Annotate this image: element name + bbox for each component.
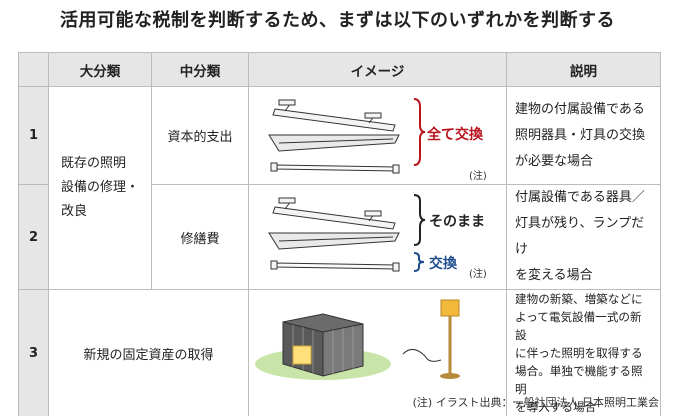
description: 付属設備である器具／ 灯具が残り、ランプだけ を変える場合 <box>506 184 661 290</box>
image-cell <box>248 289 507 416</box>
label-keep: そのまま <box>429 214 485 230</box>
tax-classification-table: 大分類 中分類 イメージ 説明 1 既存の照明 設備の修理・ 改良 資本的支出 <box>18 52 661 416</box>
desc-line: に伴った照明を取得する <box>515 346 643 360</box>
desc-line: 建物の付属設備である <box>515 101 645 117</box>
table-row: 3 新規の固定資産の取得 建物の新築、増築などに よって電気設備一式 <box>18 289 661 416</box>
desc-line: が必要な場合 <box>515 153 594 169</box>
label-full-replace: 全て交換 <box>427 127 483 143</box>
header-mid: 中分類 <box>151 52 249 87</box>
row-number: 3 <box>18 289 49 416</box>
row-number: 2 <box>18 184 49 290</box>
brace-icon <box>413 194 426 246</box>
brace-icon <box>413 252 425 272</box>
desc-line: 場合。単独で機能する照明 <box>515 364 643 396</box>
mid-category: 修繕費 <box>151 184 249 290</box>
mid-category: 資本的支出 <box>151 86 249 185</box>
merged-category: 新規の固定資産の取得 <box>48 289 249 416</box>
light-fixture-illustration <box>268 99 400 174</box>
description: 建物の付属設備である 照明器具・灯具の交換 が必要な場合 <box>506 86 661 185</box>
major-line: 改良 <box>61 204 88 219</box>
description: 建物の新築、増築などに よって電気設備一式の新設 に伴った照明を取得する 場合。… <box>506 289 661 416</box>
header-num <box>18 52 49 87</box>
footnote: (注) イラスト出典：一般社団法人 日本照明工業会 <box>412 396 659 409</box>
header-image: イメージ <box>248 52 507 87</box>
desc-line: 建物の新築、増築などに <box>515 292 643 306</box>
building-and-lamp-illustration <box>255 299 460 380</box>
desc-line: 付属設備である器具／ <box>515 190 645 205</box>
major-line: 設備の修理・ <box>61 180 140 195</box>
table-row: 1 既存の照明 設備の修理・ 改良 資本的支出 全 <box>18 86 661 290</box>
brace-icon <box>413 98 426 166</box>
desc-line: 照明器具・灯具の交換 <box>515 127 646 143</box>
page-title: 活用可能な税制を判断するため、まずは以下のいずれかを判断する <box>60 10 615 31</box>
desc-line: を変える場合 <box>515 268 593 283</box>
row-number: 1 <box>18 86 49 185</box>
note-mark: (注) <box>469 171 487 182</box>
desc-line: よって電気設備一式の新設 <box>515 310 642 342</box>
desc-line: 灯具が残り、ランプだけ <box>515 216 645 257</box>
note-mark: (注) <box>469 269 487 280</box>
header-major: 大分類 <box>48 52 152 87</box>
major-category: 既存の照明 設備の修理・ 改良 <box>48 86 152 290</box>
light-fixture-illustration <box>268 197 400 272</box>
header-desc: 説明 <box>506 52 661 87</box>
desc-line: を導入する場合 <box>515 400 597 414</box>
image-cell: そのまま 交換 (注) <box>248 184 507 290</box>
table-row: 2 修繕費 そのまま 交換 (注) <box>18 184 661 290</box>
major-line: 既存の照明 <box>61 156 127 171</box>
image-cell: 全て交換 (注) <box>248 86 507 185</box>
label-swap: 交換 <box>429 256 457 272</box>
header-row: 大分類 中分類 イメージ 説明 <box>18 52 661 87</box>
